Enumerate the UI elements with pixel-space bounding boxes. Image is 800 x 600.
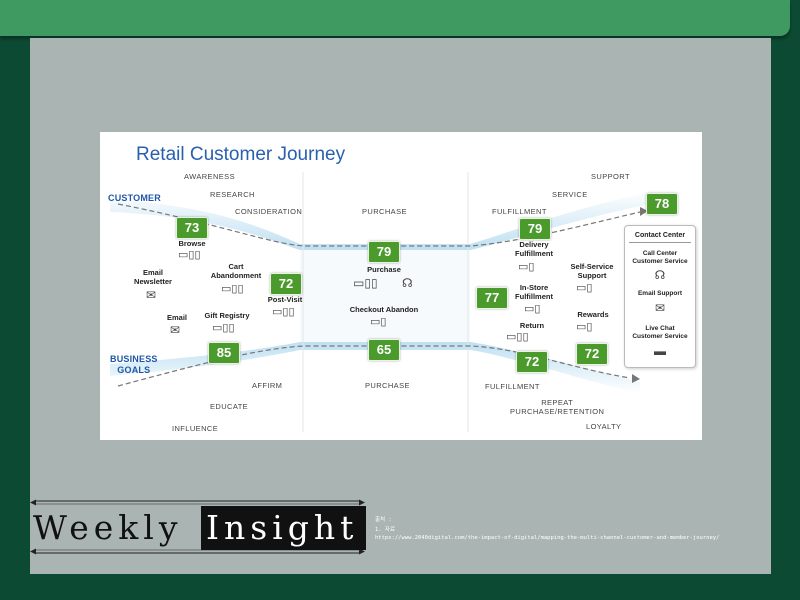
devices-icon: ▭▯▯: [221, 283, 244, 295]
email-support-label: Email Support: [637, 290, 683, 297]
devices-icon: ▭▯: [576, 282, 593, 294]
brand-ornament: [30, 499, 365, 555]
touchpoint-email: Email: [166, 313, 187, 322]
chat-icon: ▬: [654, 344, 666, 358]
devices-icon: ▭▯: [524, 303, 541, 315]
touchpoint-delivery: Delivery Fulfillment: [515, 240, 553, 258]
devices-icon: ▭▯: [370, 316, 387, 328]
touchpoint-purchase: Purchase: [367, 265, 401, 274]
contact-center-box: Contact Center Call Center Customer Serv…: [624, 225, 696, 368]
touchpoint-gift-registry: Gift Registry: [204, 311, 250, 320]
touchpoint-email-newsletter: Email Newsletter: [134, 268, 172, 286]
label-customer: CUSTOMER: [108, 193, 161, 203]
devices-icon: ▭▯▯: [178, 249, 201, 261]
devices-icon: ▭▯: [518, 261, 535, 273]
brand-insight-box: [201, 506, 366, 550]
touchpoint-post-visit: Post-Visit: [267, 295, 303, 304]
envelope-icon: ✉: [170, 323, 181, 337]
devices-icon: ▭▯▯: [353, 276, 378, 290]
source-url[interactable]: https://www.2040digital.com/the-impact-o…: [375, 535, 720, 541]
label-fulfillment-top: FULFILLMENT: [492, 207, 547, 216]
score-purchase: 79: [368, 241, 400, 263]
business-arrowhead: [632, 374, 640, 383]
score-checkout-abandon: 65: [368, 339, 400, 361]
touchpoint-browse: Browse: [178, 239, 206, 248]
source-item: 1. 자료: [375, 527, 396, 533]
label-purchase-bottom: PURCHASE: [365, 381, 410, 390]
top-banner: [0, 0, 790, 36]
score-gift-registry: 85: [208, 342, 240, 364]
brand-weekly: Weekly: [33, 508, 183, 547]
score-return: 72: [516, 351, 548, 373]
touchpoint-checkout-abandon: Checkout Abandon: [349, 305, 419, 314]
label-service: SERVICE: [552, 190, 588, 199]
label-fulfillment-bottom: FULFILLMENT: [485, 382, 540, 391]
source-label: 출처 :: [375, 517, 392, 523]
contact-center-title: Contact Center: [634, 232, 686, 239]
diagram-title: Retail Customer Journey: [136, 144, 346, 165]
customer-arrowhead: [640, 207, 648, 216]
devices-icon: ▭▯▯: [506, 331, 529, 343]
touchpoint-instore: In-Store Fulfillment: [515, 283, 553, 301]
divider: [629, 242, 691, 243]
score-post-visit: 72: [270, 273, 302, 295]
score-instore: 77: [476, 287, 508, 309]
headset-icon: ☊: [654, 268, 666, 282]
label-research: RESEARCH: [210, 190, 255, 199]
journey-diagram: Retail Customer Journey AWARENESS RESEAR…: [100, 132, 702, 440]
touchpoint-return: Return: [519, 321, 545, 330]
touchpoint-rewards: Rewards: [577, 310, 609, 319]
call-center-label: Call Center Customer Service: [632, 250, 688, 265]
funnel-body: [300, 250, 470, 342]
score-delivery: 79: [519, 218, 551, 240]
headset-icon: ☊: [402, 276, 413, 290]
score-contact-center: 78: [646, 193, 678, 215]
touchpoint-self-service: Self-Service Support: [570, 262, 614, 280]
envelope-icon: ✉: [146, 288, 157, 302]
business-path-arrow: [117, 345, 631, 387]
score-browse: 73: [176, 217, 208, 239]
label-purchase-top: PURCHASE: [362, 207, 407, 216]
envelope-icon: ✉: [654, 301, 666, 315]
label-support: SUPPORT: [591, 172, 630, 181]
label-influence: INFLUENCE: [172, 424, 219, 433]
brand-insight: Insight: [206, 508, 359, 547]
label-business-goals: BUSINESS GOALS: [110, 354, 158, 375]
label-consideration: CONSIDERATION: [235, 207, 303, 216]
devices-icon: ▭▯▯: [212, 322, 235, 334]
label-educate: EDUCATE: [210, 402, 249, 411]
label-affirm: AFFIRM: [252, 381, 283, 390]
label-repeat-purchase: REPEAT PURCHASE/RETENTION: [510, 398, 605, 416]
devices-icon: ▭▯▯: [272, 306, 295, 318]
label-loyalty: LOYALTY: [586, 422, 622, 431]
touchpoint-cart-abandonment: Cart Abandonment: [210, 262, 262, 280]
label-awareness: AWARENESS: [184, 172, 235, 181]
score-rewards: 72: [576, 343, 608, 365]
devices-icon: ▭▯: [576, 321, 593, 333]
live-chat-label: Live Chat Customer Service: [632, 325, 688, 340]
